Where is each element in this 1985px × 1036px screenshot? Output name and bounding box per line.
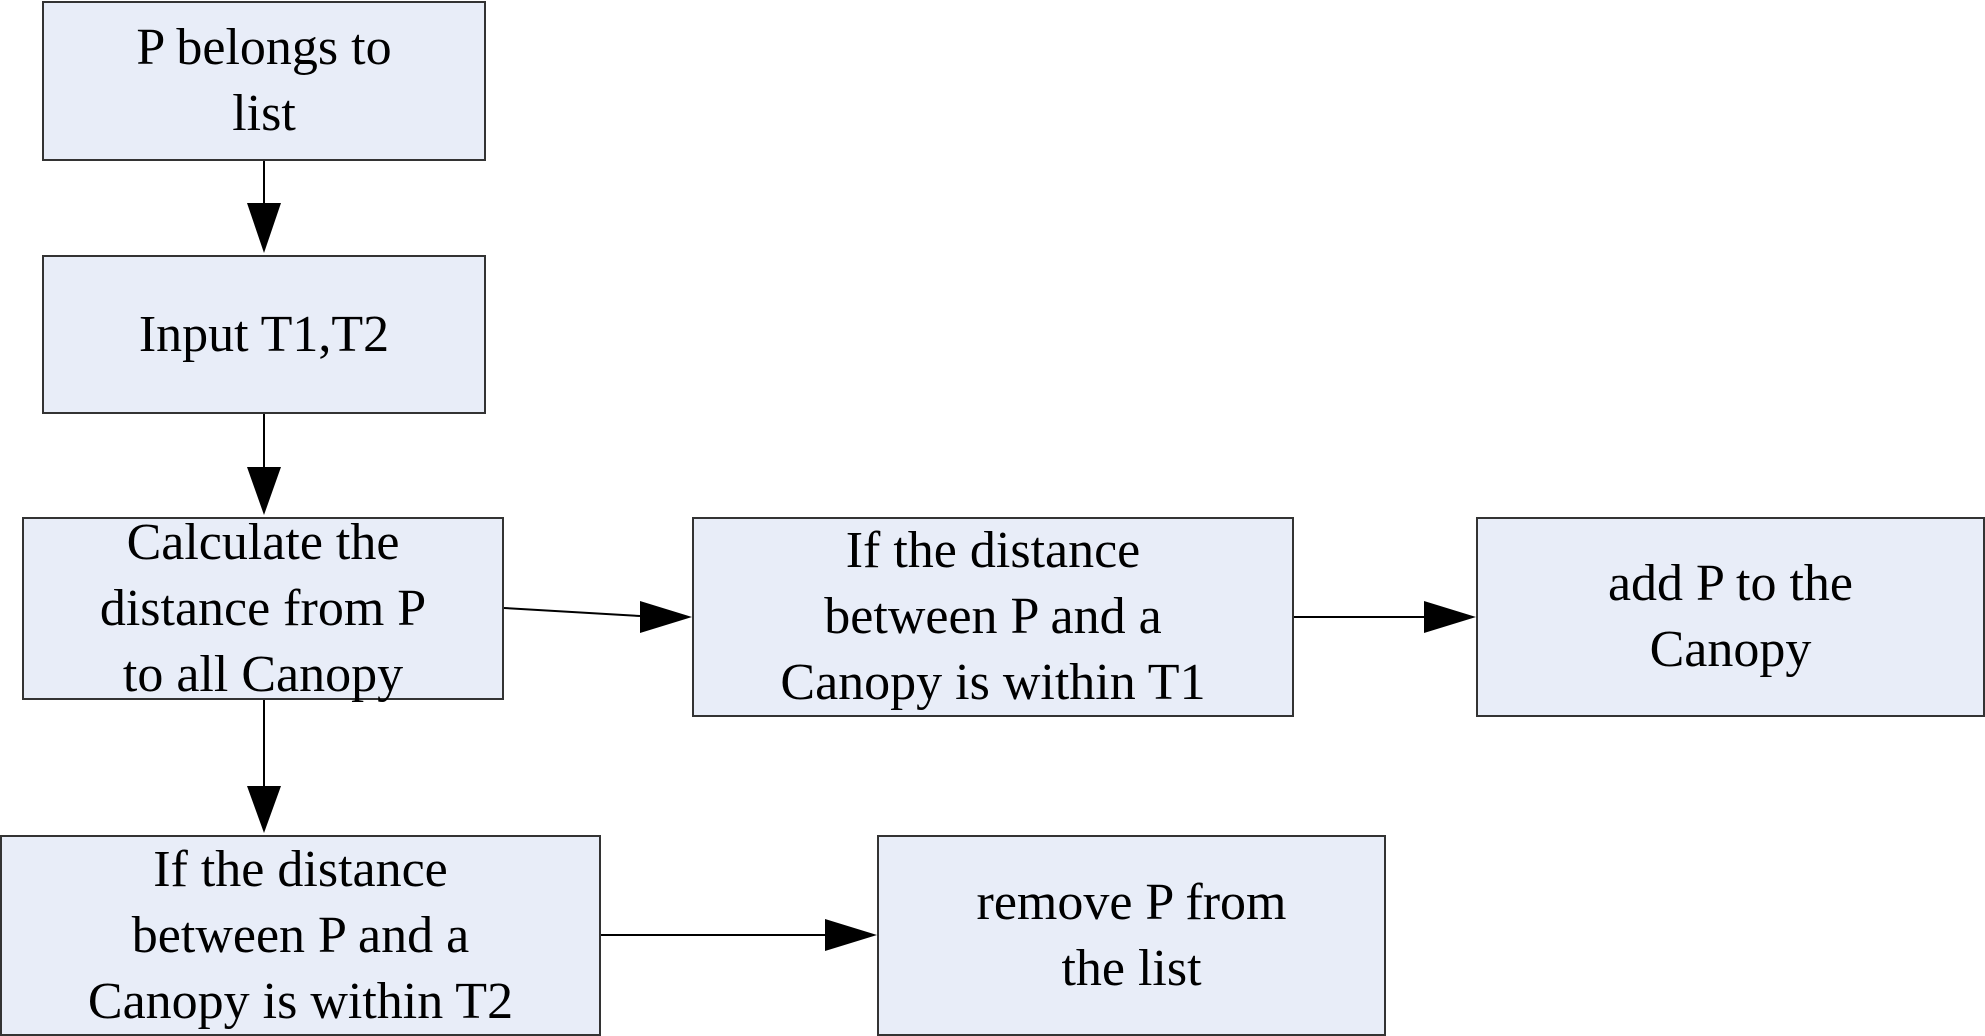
node-input-thresholds: Input T1,T2 [42, 255, 486, 414]
arrowhead-n6-n7 [825, 919, 877, 951]
node-within-t1-condition: If the distance between P and a Canopy i… [692, 517, 1294, 717]
arrowhead-n2-n3 [247, 467, 281, 515]
arrowhead-n4-n5 [1424, 601, 1476, 633]
node-p-belongs-to-list: P belongs to list [42, 1, 486, 161]
arrowhead-n1-n2 [247, 203, 281, 253]
edge-n3-n4 [503, 607, 641, 617]
arrowhead-n3-n4 [640, 601, 692, 633]
arrowhead-n3-n6 [247, 786, 281, 833]
node-add-to-canopy: add P to the Canopy [1476, 517, 1985, 717]
node-remove-from-list: remove P from the list [877, 835, 1386, 1036]
node-within-t2-condition: If the distance between P and a Canopy i… [0, 835, 601, 1036]
node-calculate-distance: Calculate the distance from P to all Can… [22, 514, 504, 703]
